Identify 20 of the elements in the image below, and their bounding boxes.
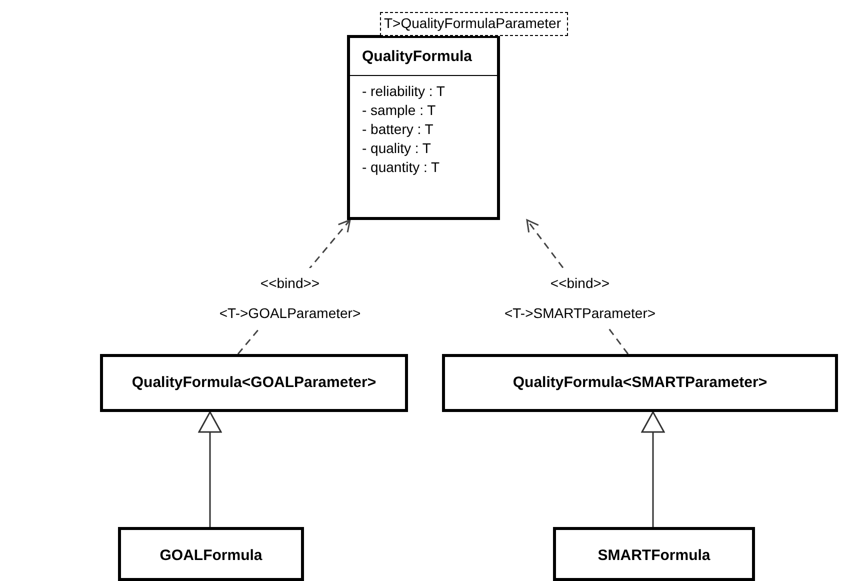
- attribute-text: - sample : T: [361, 101, 437, 120]
- class-box: [553, 527, 755, 581]
- attribute-text: - battery : T: [361, 120, 434, 139]
- class-box: [118, 527, 304, 581]
- class-name: GOALFormula: [158, 546, 264, 566]
- class-box: [100, 354, 408, 412]
- class-name: QualityFormula<GOALParameter>: [130, 373, 378, 393]
- class-box: [347, 35, 500, 220]
- attribute-text: - reliability : T: [361, 82, 446, 101]
- edge-label: <<bind>> <T->GOALParameter>: [218, 268, 362, 328]
- generalization-arrow: [198, 411, 222, 527]
- template-parameter-box: T>QualityFormulaParameter: [380, 12, 568, 36]
- attribute-text: - quantity : T: [361, 158, 441, 177]
- attribute-text: - quality : T: [361, 139, 432, 158]
- edge-label: <<bind>> <T->SMARTParameter>: [503, 268, 657, 328]
- class-name: SMARTFormula: [596, 546, 712, 566]
- class-name: QualityFormula<SMARTParameter>: [512, 373, 768, 393]
- class-name: QualityFormula: [350, 38, 497, 76]
- generalization-arrow: [641, 411, 665, 527]
- class-box: [442, 354, 838, 412]
